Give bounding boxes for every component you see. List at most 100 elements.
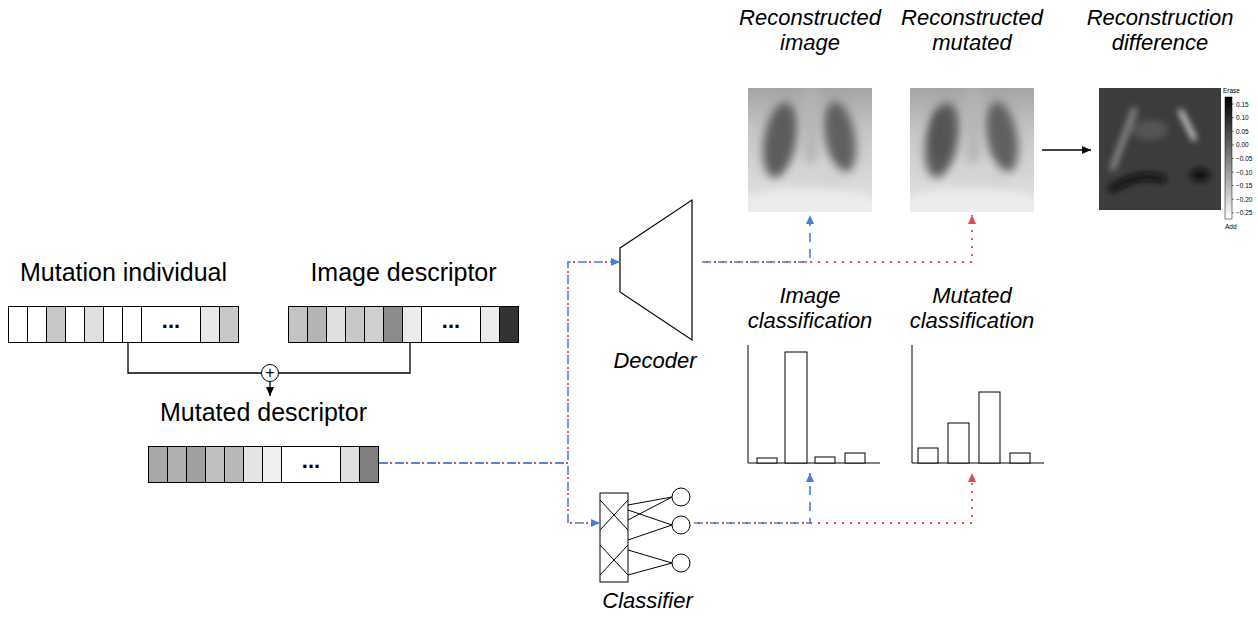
vector-cell bbox=[480, 306, 500, 343]
vector-cell bbox=[65, 306, 85, 343]
decoder-block: Decoder bbox=[600, 200, 710, 380]
vector-cell bbox=[402, 306, 422, 343]
vector-cell bbox=[148, 446, 168, 483]
classifier-network bbox=[600, 488, 690, 582]
ellipsis: ... bbox=[162, 310, 180, 332]
plus-sign: + bbox=[265, 365, 274, 381]
vector-cell bbox=[8, 306, 28, 343]
sum-circle: + bbox=[261, 364, 279, 382]
vector-cell bbox=[219, 306, 239, 343]
difference-map bbox=[1099, 88, 1221, 210]
vector-cell bbox=[288, 306, 308, 343]
vector-cell: ... bbox=[421, 306, 481, 343]
xray-change bbox=[930, 109, 950, 161]
colorbar-label: Erase bbox=[1223, 87, 1240, 94]
vector-heading: Mutation individual bbox=[8, 258, 239, 287]
block-label: Classifier bbox=[595, 588, 700, 613]
vector-cell bbox=[345, 306, 365, 343]
colorbar-label: 0.15 bbox=[1236, 101, 1249, 108]
ellipsis: ... bbox=[442, 310, 460, 332]
connector-line bbox=[128, 343, 261, 373]
connector-line bbox=[379, 262, 620, 463]
colorbar-label: Add bbox=[1225, 223, 1237, 230]
connector bbox=[694, 473, 976, 523]
connector-line bbox=[694, 473, 972, 523]
vector-block: Mutated descriptor... bbox=[148, 398, 379, 483]
connector-line bbox=[379, 463, 600, 523]
vector-cell bbox=[364, 306, 384, 343]
connector bbox=[694, 473, 814, 523]
vector-cell bbox=[122, 306, 142, 343]
vector-cell bbox=[340, 446, 360, 483]
connector bbox=[702, 215, 814, 262]
vector-cell bbox=[186, 446, 206, 483]
ellipsis: ... bbox=[302, 450, 320, 472]
panel-title: Mutated classification bbox=[897, 283, 1047, 333]
vector-cells: ... bbox=[8, 306, 239, 343]
block-label: Decoder bbox=[600, 348, 710, 373]
connector-line bbox=[379, 463, 600, 523]
colorbar-label: −0.05 bbox=[1236, 155, 1252, 162]
colorbar-label: −0.10 bbox=[1236, 169, 1252, 176]
vector-cell bbox=[359, 446, 379, 483]
image-panel: Reconstructed mutated bbox=[889, 5, 1055, 213]
connector bbox=[702, 215, 976, 262]
colorbar-label: −0.15 bbox=[1236, 182, 1252, 189]
vector-cell bbox=[326, 306, 346, 343]
vector-block: Image descriptor... bbox=[288, 258, 519, 343]
arrowhead bbox=[806, 473, 814, 482]
vector-cell bbox=[243, 446, 263, 483]
panel-title: Reconstructed mutated bbox=[889, 5, 1055, 55]
colorbar-label: 0.00 bbox=[1236, 141, 1249, 148]
vector-block: Mutation individual... bbox=[8, 258, 239, 343]
image-panel: Reconstruction difference bbox=[1077, 5, 1243, 213]
classifier-block: Classifier bbox=[595, 490, 700, 615]
vector-cell bbox=[383, 306, 403, 343]
vector-cell bbox=[84, 306, 104, 343]
vector-cell bbox=[224, 446, 244, 483]
panel-title: Reconstruction difference bbox=[1077, 5, 1243, 55]
xray-image bbox=[748, 88, 872, 212]
connector bbox=[266, 382, 274, 396]
arrowhead bbox=[968, 473, 976, 482]
arrowhead bbox=[611, 258, 620, 266]
connector-line bbox=[694, 473, 810, 523]
vector-cells: ... bbox=[148, 446, 379, 483]
vector-cell bbox=[103, 306, 123, 343]
vector-cell bbox=[262, 446, 282, 483]
vector-heading: Image descriptor bbox=[288, 258, 519, 287]
vector-cell bbox=[27, 306, 47, 343]
colorbar bbox=[1225, 97, 1234, 219]
connector-line bbox=[702, 215, 972, 262]
connector bbox=[279, 343, 410, 373]
arrowhead bbox=[591, 519, 600, 527]
vector-cell bbox=[200, 306, 220, 343]
vector-cell bbox=[167, 446, 187, 483]
arrowhead bbox=[1082, 146, 1091, 154]
colorbar-label: 0.05 bbox=[1236, 128, 1249, 135]
chart-panel: Image classification bbox=[735, 283, 885, 463]
connector bbox=[379, 258, 620, 463]
vector-cell bbox=[499, 306, 519, 343]
connector bbox=[1042, 146, 1091, 154]
connector bbox=[128, 343, 261, 373]
colorbar-label: −0.20 bbox=[1236, 196, 1252, 203]
vector-cell bbox=[205, 446, 225, 483]
connector-line bbox=[702, 215, 810, 262]
vector-cell bbox=[46, 306, 66, 343]
vector-cells: ... bbox=[288, 306, 519, 343]
connector bbox=[379, 463, 600, 527]
panel-title: Image classification bbox=[735, 283, 885, 333]
vector-heading: Mutated descriptor bbox=[148, 398, 379, 427]
vector-cell: ... bbox=[281, 446, 341, 483]
arrowhead bbox=[806, 215, 814, 224]
chart-panel: Mutated classification bbox=[897, 283, 1047, 463]
colorbar-label: −0.25 bbox=[1236, 209, 1252, 216]
arrowhead bbox=[266, 387, 274, 396]
decoder-shape bbox=[620, 200, 692, 340]
bar-chart bbox=[902, 345, 1044, 463]
image-panel: Reconstructed image bbox=[727, 5, 893, 213]
colorbar-label: 0.10 bbox=[1236, 114, 1249, 121]
panel-title: Reconstructed image bbox=[727, 5, 893, 55]
arrowhead bbox=[968, 215, 976, 224]
